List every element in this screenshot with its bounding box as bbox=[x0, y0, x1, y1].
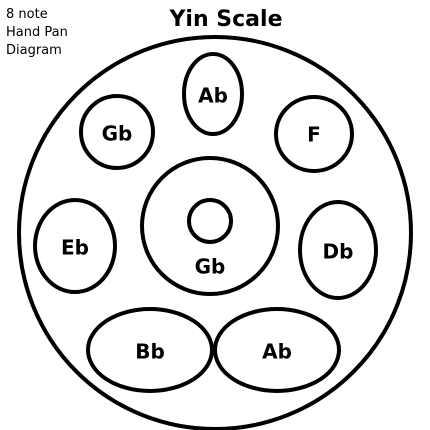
diagram-description: 8 note Hand Pan Diagram bbox=[6, 6, 68, 60]
note-label-lower-right: Ab bbox=[262, 340, 292, 364]
note-label-left: Eb bbox=[61, 236, 89, 260]
note-label-lower-left: Bb bbox=[135, 340, 165, 364]
handpan-outer-shell bbox=[17, 35, 413, 430]
diagram-title: Yin Scale bbox=[169, 7, 283, 32]
note-field-upper-right bbox=[274, 95, 354, 173]
note-field-lower-left bbox=[86, 307, 214, 393]
note-label-upper-right: F bbox=[307, 123, 321, 147]
note-label-right: Db bbox=[323, 240, 354, 264]
center-ding-outer-ring bbox=[140, 156, 280, 296]
note-field-top bbox=[182, 52, 244, 136]
note-field-left bbox=[33, 198, 117, 294]
note-label-upper-left: Gb bbox=[102, 122, 133, 146]
description-line-3: Diagram bbox=[6, 43, 62, 58]
center-ding-inner-ring bbox=[187, 198, 233, 244]
note-field-upper-left bbox=[79, 94, 155, 170]
note-field-right bbox=[298, 200, 378, 300]
description-line-1: 8 note bbox=[6, 7, 48, 22]
note-label-top: Ab bbox=[198, 84, 228, 108]
note-field-lower-right bbox=[213, 307, 341, 393]
note-label-center-ding: Gb bbox=[195, 255, 226, 279]
description-line-2: Hand Pan bbox=[6, 25, 68, 40]
